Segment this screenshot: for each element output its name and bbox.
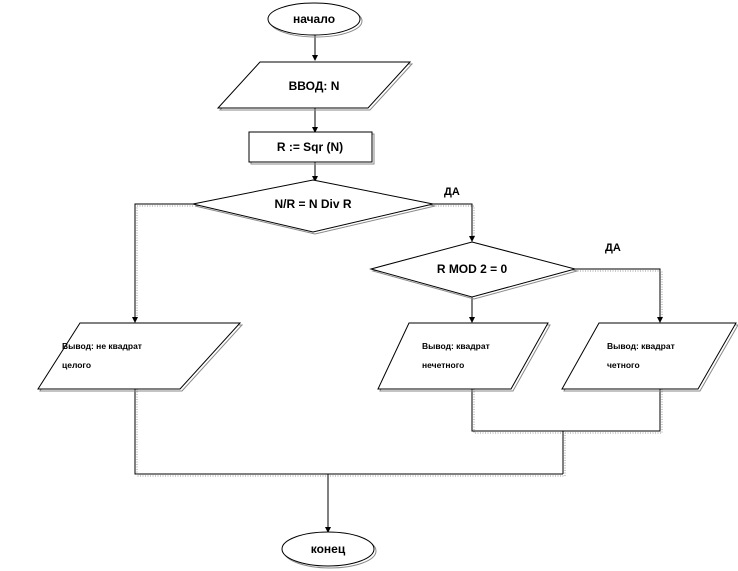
connector-decision2-yes — [575, 268, 661, 318]
arrow-head — [312, 127, 318, 133]
start-terminator: начало — [267, 2, 363, 38]
connector-left-join — [134, 389, 563, 475]
assign-label: R := Sqr (N) — [277, 140, 343, 154]
decision1-label: N/R = N Div R — [274, 197, 351, 211]
decision2-label: R MOD 2 = 0 — [437, 262, 508, 276]
arrow-head — [469, 317, 475, 323]
connector-decision1-yes — [433, 203, 473, 237]
arrow-head — [325, 527, 331, 533]
arrow-head — [469, 236, 475, 242]
end-label: конец — [311, 542, 346, 556]
arrow-head — [657, 317, 663, 323]
assign-block: R := Sqr (N) — [248, 131, 375, 165]
start-label: начало — [293, 12, 335, 26]
arrow-head — [132, 317, 138, 323]
decision2-block: R MOD 2 = 0 — [369, 241, 579, 300]
arrow-head — [312, 55, 318, 61]
output-even-block: Вывод: квадрат четного — [561, 322, 738, 392]
input-block: ВВОД: N — [216, 61, 414, 111]
arrow-head — [312, 176, 318, 182]
output-odd-line1: Вывод: квадрат — [422, 341, 490, 351]
output-odd-block: Вывод: квадрат нечетного — [377, 322, 551, 392]
output-even-line2: четного — [607, 360, 640, 370]
connectors — [132, 34, 663, 533]
output-odd-line2: нечетного — [422, 360, 464, 370]
output-even-line1: Вывод: квадрат — [607, 341, 675, 351]
end-terminator: конец — [281, 531, 377, 569]
input-label: ВВОД: N — [289, 79, 340, 93]
connector-decision1-no — [134, 203, 193, 318]
connector-merge-outputs — [471, 389, 661, 432]
output-not-square-line2: целого — [62, 360, 91, 370]
decision1-block: N/R = N Div R — [192, 179, 436, 235]
decision1-yes-label: ДА — [444, 186, 460, 198]
output-not-square-block: Вывод: не квадрат целого — [37, 322, 244, 392]
decision2-yes-label: ДА — [605, 242, 621, 254]
output-not-square-line1: Вывод: не квадрат — [62, 341, 142, 351]
